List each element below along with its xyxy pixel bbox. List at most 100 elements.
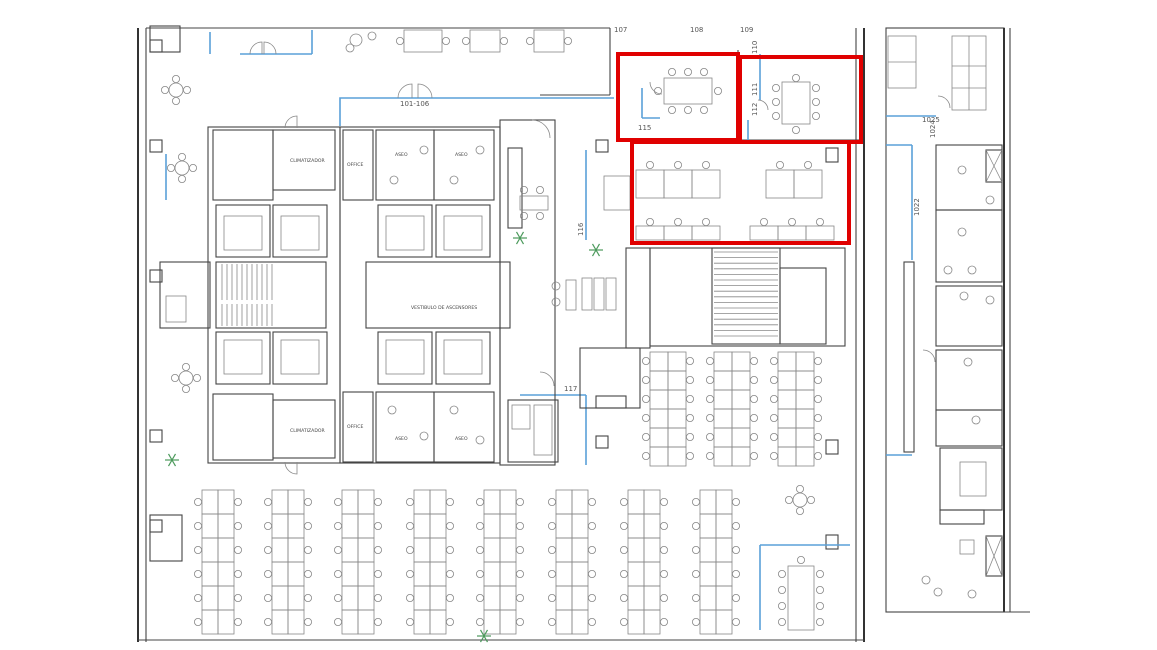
desk [201,513,219,539]
desk [699,585,717,611]
desk [413,489,431,515]
chair-icon [706,356,715,365]
desk [483,585,501,611]
desk [571,609,589,635]
desk [217,513,235,539]
desk [731,389,751,410]
chair-icon [193,546,202,555]
chair-icon [700,106,709,115]
desk [271,585,289,611]
desk [413,585,431,611]
chair-icon [642,394,651,403]
chair-icon [732,570,741,579]
chair-icon [804,160,813,169]
desk [715,585,733,611]
chair-icon [778,586,787,595]
desk [667,351,687,372]
chair-icon [588,594,597,603]
desk [713,427,733,448]
desk [731,446,751,467]
plant-leaf [591,243,597,251]
desk [519,195,549,211]
desk [217,609,235,635]
chair-icon [814,356,823,365]
chair-icon [706,413,715,422]
chair-icon [814,394,823,403]
desk [533,29,565,53]
desk [271,513,289,539]
chair-icon [536,185,545,194]
desk [413,609,431,635]
desk [341,585,359,611]
desk [469,29,501,53]
desk [777,351,797,372]
round-table [174,160,190,176]
chair-icon [642,432,651,441]
desk [429,561,447,587]
chair-icon [760,217,769,226]
chair-icon [548,570,557,579]
chair-icon [788,217,797,226]
desk [715,489,733,515]
desk [649,427,669,448]
chair-icon [778,618,787,627]
chair-icon [303,570,312,579]
desk [341,609,359,635]
chair-icon [445,546,454,555]
desk [201,585,219,611]
chair-icon [750,451,759,460]
chair-icon [193,594,202,603]
column [149,519,163,533]
chair-icon [660,594,669,603]
office-label-top: OFFICE [347,162,363,168]
desk [499,537,517,563]
chair-icon [367,31,377,41]
desk [555,561,573,587]
toilet-icon [959,291,969,301]
chair-icon [181,384,190,393]
desk [357,489,375,515]
room-number-1022: 1022 [913,198,921,216]
toilet-icon [449,405,459,415]
chair-icon [373,497,382,506]
desk [713,370,733,391]
chair-icon [526,37,535,46]
chair-icon [668,68,677,77]
toilet-icon [967,265,977,275]
desk [643,561,661,587]
chair-icon [405,522,414,531]
chair-icon [692,570,701,579]
chair-icon [182,86,191,95]
chair-icon [333,618,342,627]
desk [713,446,733,467]
desk [217,561,235,587]
desk [649,389,669,410]
plant-leaf [167,453,173,461]
desk [713,389,733,410]
chair-icon [588,546,597,555]
desk [271,489,289,515]
chair-icon [516,594,525,603]
room-number-115: 115 [638,124,651,132]
chair-icon [303,546,312,555]
desk [201,537,219,563]
desk [341,489,359,515]
chair-icon [475,546,484,555]
round-table [792,492,808,508]
plant-icon [165,453,179,467]
chair-icon [816,217,825,226]
chair-icon [796,484,805,493]
chair-icon [686,394,695,403]
chair-icon [303,618,312,627]
chair-icon [445,594,454,603]
desk [429,489,447,515]
chair-icon [700,68,709,77]
chair-icon [776,160,785,169]
desk [571,561,589,587]
desk [271,609,289,635]
chair-icon [193,497,202,506]
chair-icon [692,497,701,506]
highlight-open-workspace [630,140,851,245]
desk [795,389,815,410]
chair-icon [620,522,629,531]
